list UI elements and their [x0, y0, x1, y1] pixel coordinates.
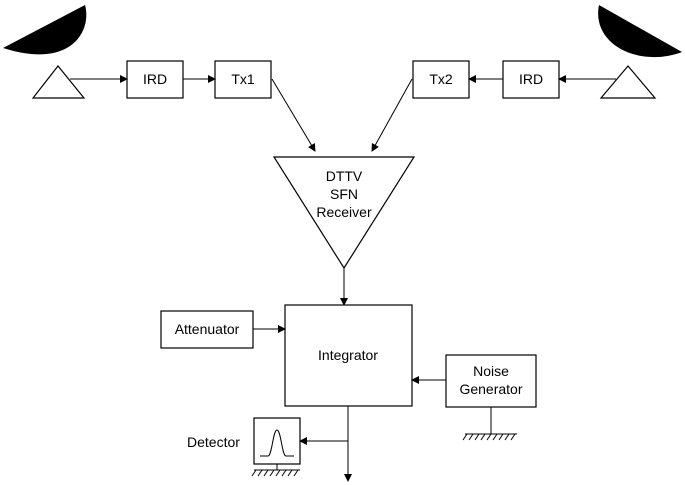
tx1-label: Tx1: [231, 71, 255, 87]
noise-generator-ground-icon: [462, 407, 517, 441]
right-antenna-base: [599, 65, 657, 99]
receiver-label-line3: Receiver: [316, 204, 372, 220]
receiver-label-line1: DTTV: [326, 168, 363, 184]
receiver-label-line2: SFN: [330, 186, 358, 202]
tx2-box: [412, 60, 470, 99]
tx1-box: [214, 60, 272, 99]
tx2-label: Tx2: [429, 71, 453, 87]
arrow-tx1-to-receiver: [271, 78, 316, 152]
ird-left-label: IRD: [143, 71, 167, 87]
dttv-sfn-receiver: [272, 156, 416, 270]
detector-label: Detector: [187, 434, 240, 450]
noise-generator-label-line2: Generator: [459, 381, 522, 397]
right-dish-icon: [598, 5, 682, 58]
detector-pulse-icon: [260, 429, 294, 457]
detector-ground-icon: [251, 464, 300, 477]
left-antenna: [3, 5, 87, 99]
attenuator-label: Attenuator: [175, 321, 240, 337]
left-dish-icon: [3, 5, 87, 55]
noise-generator-box: [445, 354, 537, 408]
noise-generator-label-line1: Noise: [473, 363, 509, 379]
right-antenna: [598, 5, 682, 99]
attenuator-box: [160, 310, 254, 349]
integrator-box: [284, 304, 413, 407]
left-antenna-base: [31, 65, 86, 99]
detector-box: [253, 417, 301, 465]
integrator-label: Integrator: [318, 347, 378, 363]
ird-right-label: IRD: [519, 71, 543, 87]
arrow-tx2-to-receiver: [371, 78, 413, 152]
